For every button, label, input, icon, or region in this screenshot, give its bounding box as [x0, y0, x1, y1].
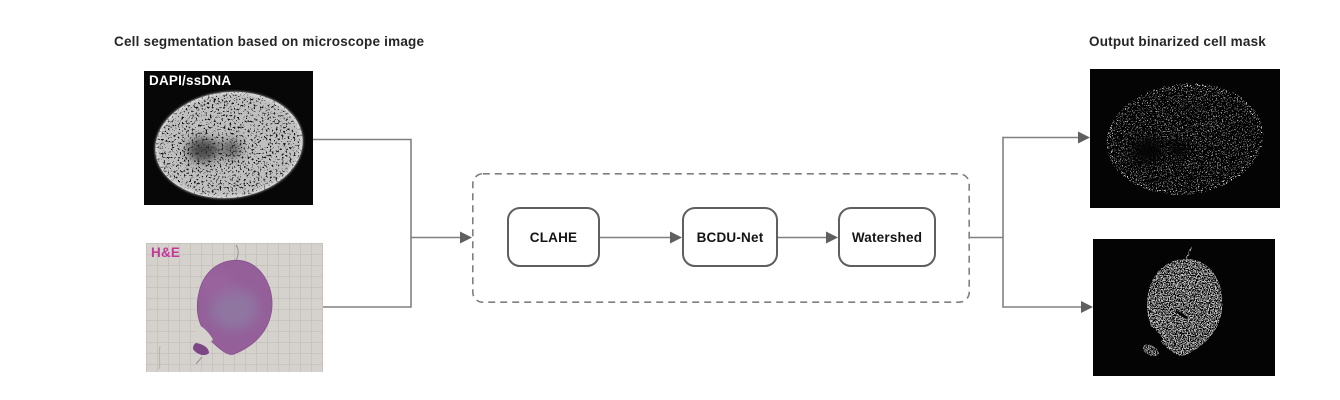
pipeline-arrow-clahe-to-bcdu	[600, 231, 682, 244]
left-section-title: Cell segmentation based on microscope im…	[114, 34, 425, 49]
tissue-fragment	[193, 343, 209, 356]
he-label: H&E	[151, 245, 181, 260]
he-input-figure: H&E	[146, 243, 323, 372]
node-label-watershed: Watershed	[851, 229, 923, 245]
mask2-speckle-blob	[1093, 239, 1275, 376]
arrowhead-to-mask2	[1081, 301, 1093, 313]
he-microscope-image	[146, 243, 323, 372]
right-section-title: Output binarized cell mask	[1089, 34, 1266, 49]
node-label-bcdu-net: BCDU-Net	[696, 229, 764, 245]
arrowhead-to-mask1	[1078, 131, 1090, 144]
pipeline-node-clahe: CLAHE	[507, 207, 600, 267]
arrowhead-into-pipeline	[460, 231, 472, 244]
output-mask-he-figure	[1093, 239, 1275, 376]
dapi-input-figure: DAPI/ssDNA	[144, 71, 313, 205]
output-split-connector	[969, 136, 1082, 308]
node-label-clahe: CLAHE	[529, 229, 578, 245]
dapi-microscope-image	[144, 71, 313, 205]
input-merge-connector	[313, 138, 461, 308]
dapi-label: DAPI/ssDNA	[149, 73, 232, 88]
mask1-speckle-blob	[1090, 69, 1280, 208]
output-mask-dapi-figure	[1090, 69, 1280, 208]
pipeline-node-watershed: Watershed	[838, 207, 936, 267]
binarized-mask-he-image	[1093, 239, 1275, 376]
pipeline-node-bcdu-net: BCDU-Net	[682, 207, 778, 267]
tissue-notch	[195, 323, 213, 346]
pipeline-arrow-bcdu-to-watershed	[778, 231, 838, 244]
binarized-mask-dapi-image	[1090, 69, 1280, 208]
